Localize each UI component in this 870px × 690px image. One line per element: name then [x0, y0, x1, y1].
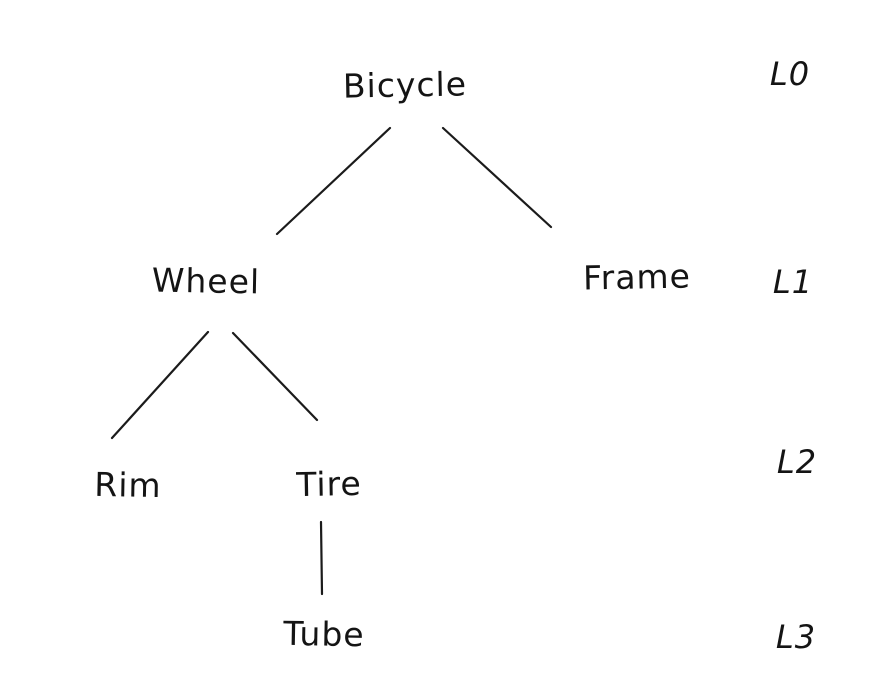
edge-wheel-rim [110, 330, 210, 440]
node-label-frame: Frame [582, 256, 692, 298]
edge-wheel-tire [231, 331, 319, 422]
node-label-bicycle: Bicycle [342, 64, 468, 106]
edge-tire-tube [319, 520, 324, 596]
node-label-tire: Tire [295, 463, 363, 505]
edge-bicycle-wheel [275, 126, 392, 236]
node-label-wheel: Wheel [151, 260, 261, 302]
node-label-tube: Tube [283, 613, 365, 655]
level-label-l1: L1 [772, 263, 814, 301]
level-label-l2: L2 [776, 443, 818, 481]
edge-bicycle-frame [441, 126, 553, 229]
level-label-l3: L3 [775, 618, 817, 656]
node-label-rim: Rim [94, 464, 162, 506]
level-label-l0: L0 [769, 55, 811, 93]
